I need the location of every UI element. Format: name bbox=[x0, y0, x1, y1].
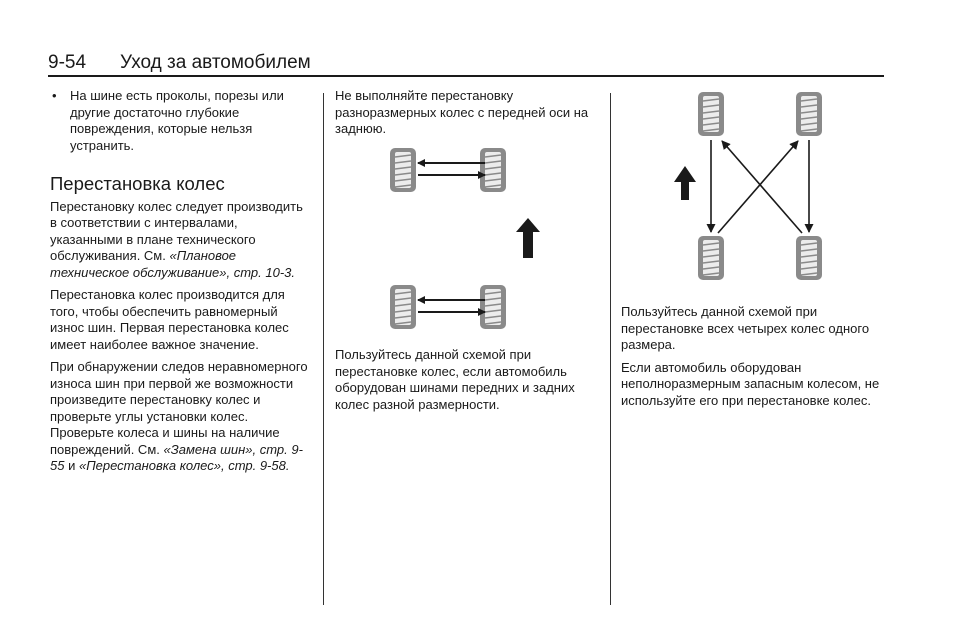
tire-front-right-icon bbox=[795, 91, 823, 137]
column-3-caption-1: Пользуйтесь данной схемой при перестанов… bbox=[621, 304, 870, 352]
cross-reference-tire-change[interactable]: «Замена шин», стр. 9-55 bbox=[50, 441, 303, 474]
tire-front-right-icon bbox=[479, 147, 507, 193]
column-3-caption-2: Если автомобиль оборудован неполноразмер… bbox=[621, 359, 880, 408]
paragraph-3-and: и bbox=[68, 458, 76, 473]
forward-direction-arrow-icon bbox=[674, 166, 696, 200]
column-2-caption: Пользуйтесь данной схемой при перестанов… bbox=[335, 347, 575, 412]
column-2-caption-block: Пользуйтесь данной схемой при перестанов… bbox=[335, 347, 600, 419]
header-rule bbox=[48, 75, 884, 77]
column-2-intro: Не выполняйте перестановку разноразмерны… bbox=[335, 88, 589, 136]
tire-rear-right-icon bbox=[795, 235, 823, 281]
tire-rear-left-icon bbox=[389, 284, 417, 330]
paragraph-2: Перестановка колес производится для того… bbox=[50, 287, 289, 352]
tire-rear-right-icon bbox=[479, 284, 507, 330]
section-title: Уход за автомобилем bbox=[120, 52, 311, 73]
page-number: 9-54 bbox=[48, 52, 87, 73]
section-heading: Перестановка колес bbox=[50, 173, 225, 194]
bullet-text: На шине есть проколы, порезы или другие … bbox=[70, 88, 284, 153]
page-header: 9-54 Уход за автомобилем bbox=[48, 52, 884, 76]
front-rear-rotation-diagram bbox=[389, 147, 540, 330]
arrow-rear-right-to-front-left-icon bbox=[721, 140, 803, 234]
column-1: • На шине есть проколы, порезы или други… bbox=[50, 88, 308, 481]
column-divider-2 bbox=[610, 93, 611, 605]
four-wheel-cross-rotation-diagram bbox=[674, 91, 823, 281]
paragraph-3: При обнаружении следов неравномерного из… bbox=[50, 359, 308, 475]
bullet-marker: • bbox=[52, 88, 57, 103]
paragraph-1: Перестановку колес следует производить в… bbox=[50, 199, 308, 282]
arrow-rear-left-to-front-right-icon bbox=[717, 140, 799, 234]
forward-direction-arrow-icon bbox=[516, 218, 540, 258]
tire-front-left-icon bbox=[389, 147, 417, 193]
paragraph-3-text: При обнаружении следов неравномерного из… bbox=[50, 359, 308, 457]
paragraph-1-text: Перестановку колес следует производить в… bbox=[50, 198, 303, 264]
column-divider-1 bbox=[323, 93, 324, 605]
tire-front-left-icon bbox=[697, 91, 725, 137]
column-2: Не выполняйте перестановку разноразмерны… bbox=[335, 88, 600, 144]
cross-reference-tire-rotation[interactable]: «Перестановка колес», стр. 9-58. bbox=[78, 458, 290, 473]
bullet-item: • На шине есть проколы, порезы или други… bbox=[50, 88, 308, 154]
column-3: Пользуйтесь данной схемой при перестанов… bbox=[621, 304, 883, 415]
tire-rear-left-icon bbox=[697, 235, 725, 281]
cross-reference-maintenance[interactable]: «Плановое техническое обслуживание», стр… bbox=[50, 248, 296, 280]
